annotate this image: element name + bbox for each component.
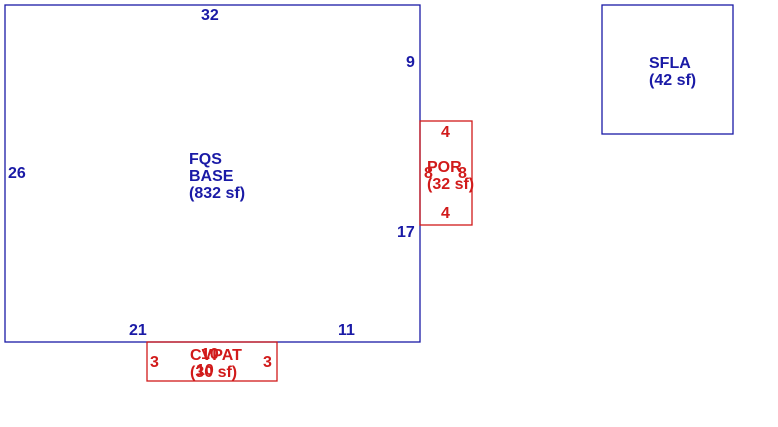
porch-dim-right: 8: [458, 165, 467, 182]
sfla-outline[interactable]: [601, 4, 734, 135]
patio-dim-left: 3: [150, 354, 159, 371]
porch-area-label: (32 sf): [427, 176, 475, 193]
base-area-label: (832 sf): [189, 185, 246, 202]
patio-outline[interactable]: [146, 341, 278, 382]
porch-name-label: POR: [427, 159, 462, 176]
patio-dim-bottom: 10: [196, 362, 214, 379]
base-dim-left: 26: [8, 165, 26, 182]
patio-dim-top: 10: [201, 346, 219, 363]
sfla-name-label: SFLA: [649, 55, 691, 72]
porch-dim-left: 8: [424, 165, 433, 182]
base-dim-right-lower: 17: [397, 224, 415, 241]
base-dim-bottom-left: 21: [129, 322, 147, 339]
porch-dim-bottom: 4: [441, 205, 450, 222]
base-name-label: BASE: [189, 168, 234, 185]
patio-area-label: (30 sf): [190, 364, 238, 381]
base-dim-bottom-right: 11: [338, 322, 355, 339]
base-dim-right-upper: 9: [406, 54, 415, 71]
sfla-area-label: (42 sf): [649, 72, 697, 89]
patio-name-label: CVPAT: [190, 347, 242, 364]
base-dim-top: 32: [201, 7, 219, 24]
base-code-label: FQS: [189, 151, 222, 168]
patio-dim-right: 3: [263, 354, 272, 371]
porch-dim-top: 4: [441, 124, 450, 141]
porch-outline[interactable]: [419, 120, 473, 226]
